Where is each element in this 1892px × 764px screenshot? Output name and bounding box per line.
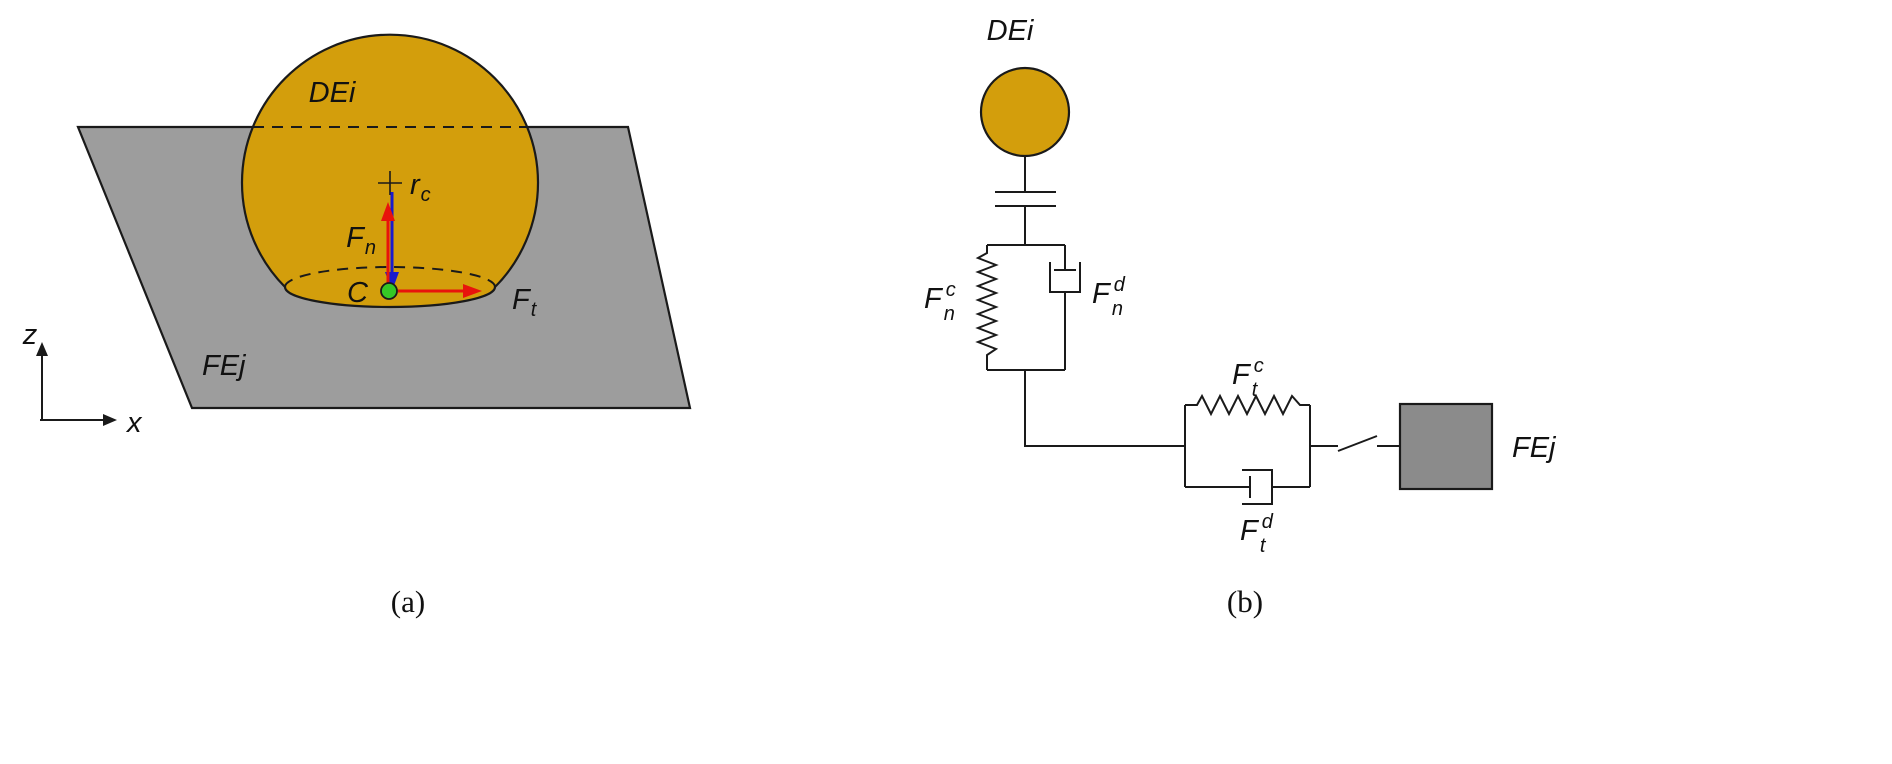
fe-block-label: FEj bbox=[1512, 432, 1557, 464]
fe-block bbox=[1398, 402, 1494, 491]
de-sphere bbox=[979, 66, 1071, 158]
normal-contact-unit bbox=[975, 244, 1081, 371]
x-axis-arrowhead bbox=[103, 414, 117, 426]
plane-label: FEj bbox=[202, 350, 247, 382]
caption-a: (a) bbox=[391, 584, 425, 619]
normal-force-label: Fn bbox=[346, 222, 376, 259]
contact-point-dot bbox=[380, 282, 398, 300]
tangential-force-head bbox=[463, 284, 482, 298]
radius-label: rc bbox=[410, 169, 431, 206]
normal-spring bbox=[975, 245, 999, 370]
normal-force-arrow bbox=[381, 202, 395, 288]
tangential-contact-unit bbox=[1184, 393, 1311, 505]
sphere-label: DEi bbox=[309, 77, 357, 109]
tangential-spring bbox=[1185, 393, 1310, 417]
tangential-force-label: Ft bbox=[512, 284, 538, 321]
coordinate-axes: z x bbox=[22, 319, 143, 439]
caption-b: (b) bbox=[1227, 584, 1263, 619]
connector-normal-to-tangential bbox=[1024, 370, 1185, 447]
z-axis-arrowhead bbox=[36, 342, 48, 356]
contact-point-label: C bbox=[347, 277, 369, 309]
normal-damper bbox=[1049, 245, 1081, 370]
sphere-center-cross bbox=[378, 171, 402, 195]
normal-force-head bbox=[381, 202, 395, 221]
sphere bbox=[240, 33, 540, 309]
de-sphere-label: DEi bbox=[987, 15, 1035, 47]
panel-a: FEj DEi rc bbox=[22, 33, 692, 619]
slider-blade bbox=[1337, 435, 1378, 452]
tangential-force-arrow bbox=[398, 284, 482, 298]
contact-gap-symbol bbox=[995, 191, 1056, 207]
friction-slider bbox=[1310, 435, 1400, 452]
tangential-damper bbox=[1185, 469, 1310, 505]
x-axis-label: x bbox=[125, 407, 143, 439]
z-axis-label: z bbox=[22, 319, 38, 351]
